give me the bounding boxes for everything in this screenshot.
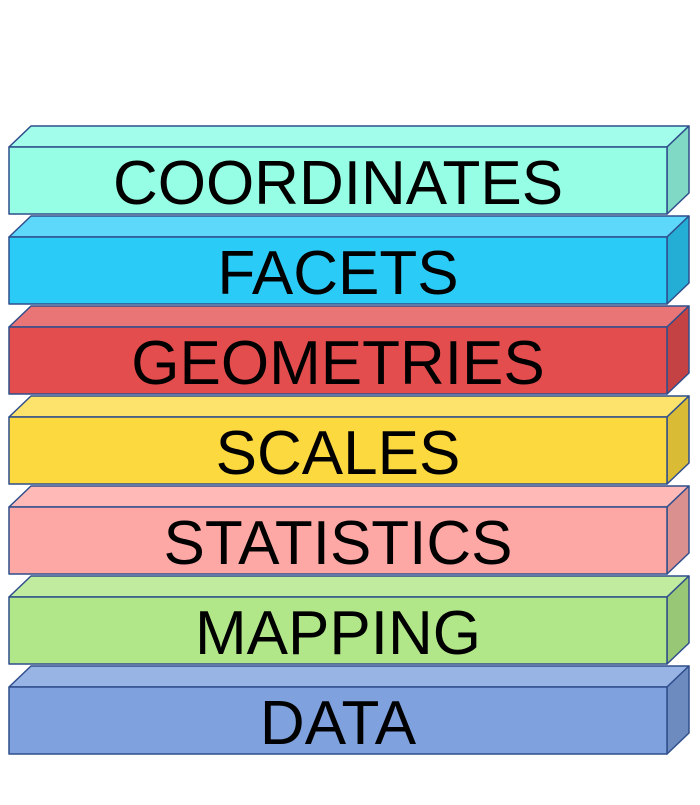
layer-facets: FACETS — [8, 215, 690, 308]
layer-top-face — [8, 215, 690, 238]
layer-label: DATA — [260, 689, 417, 758]
layer-front-face — [8, 416, 668, 485]
layer-front-face — [8, 506, 668, 575]
layer-front-face — [8, 326, 668, 395]
layer-mapping: MAPPING — [8, 575, 690, 668]
layer-data: DATA — [8, 665, 690, 758]
layer-front-face — [8, 686, 668, 755]
layer-top-face — [8, 395, 690, 418]
layer-label: GEOMETRIES — [131, 329, 544, 398]
layer-top-face — [8, 485, 690, 508]
layer-top-face — [8, 305, 690, 328]
layer-label: COORDINATES — [113, 149, 563, 218]
layer-front-face — [8, 596, 668, 665]
layer-label: SCALES — [216, 419, 461, 488]
layer-statistics: STATISTICS — [8, 485, 690, 578]
layer-front-face — [8, 146, 668, 215]
layer-label: FACETS — [217, 239, 458, 308]
layer-label: MAPPING — [195, 599, 481, 668]
layer-geometries: GEOMETRIES — [8, 305, 690, 398]
layer-front-face — [8, 236, 668, 305]
layer-top-face — [8, 575, 690, 598]
layer-top-face — [8, 665, 690, 688]
layer-coordinates: COORDINATES — [8, 125, 690, 218]
layer-label: STATISTICS — [163, 509, 512, 578]
layer-scales: SCALES — [8, 395, 690, 488]
layer-top-face — [8, 125, 690, 148]
